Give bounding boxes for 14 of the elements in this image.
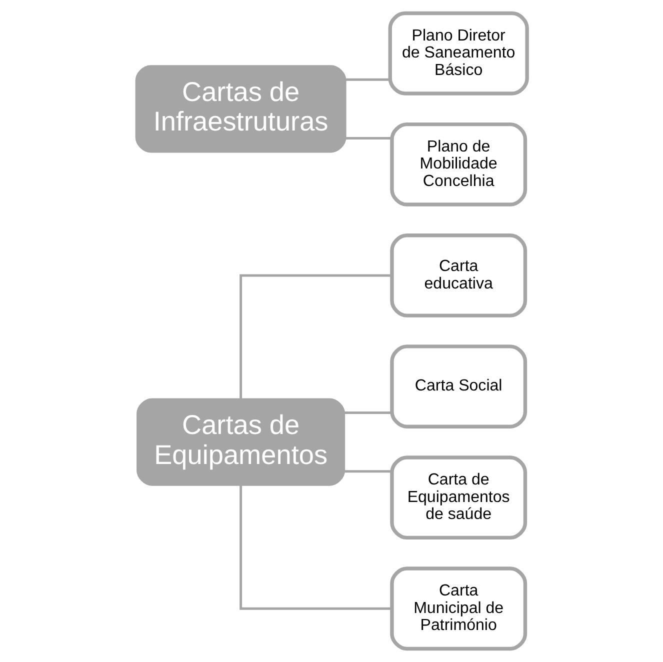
connector xyxy=(346,136,392,140)
node-box: Carta Social xyxy=(390,344,528,428)
connector xyxy=(344,412,392,414)
node-box: Carta educativa xyxy=(390,234,528,318)
node-box: Carta de Equipamentos de saúde xyxy=(390,456,528,540)
node-box: Plano Diretor de Saneamento Básico xyxy=(388,11,529,96)
node-box: Carta Municipal de Património xyxy=(390,566,528,651)
connector xyxy=(240,274,392,399)
node-box: Cartas de Equipamentos xyxy=(136,398,346,486)
connector xyxy=(346,78,390,81)
connector xyxy=(240,485,392,610)
node-box: Plano de Mobilidade Concelhia xyxy=(390,122,528,206)
node-box: Cartas de Infraestruturas xyxy=(135,65,346,153)
connector xyxy=(344,470,392,473)
